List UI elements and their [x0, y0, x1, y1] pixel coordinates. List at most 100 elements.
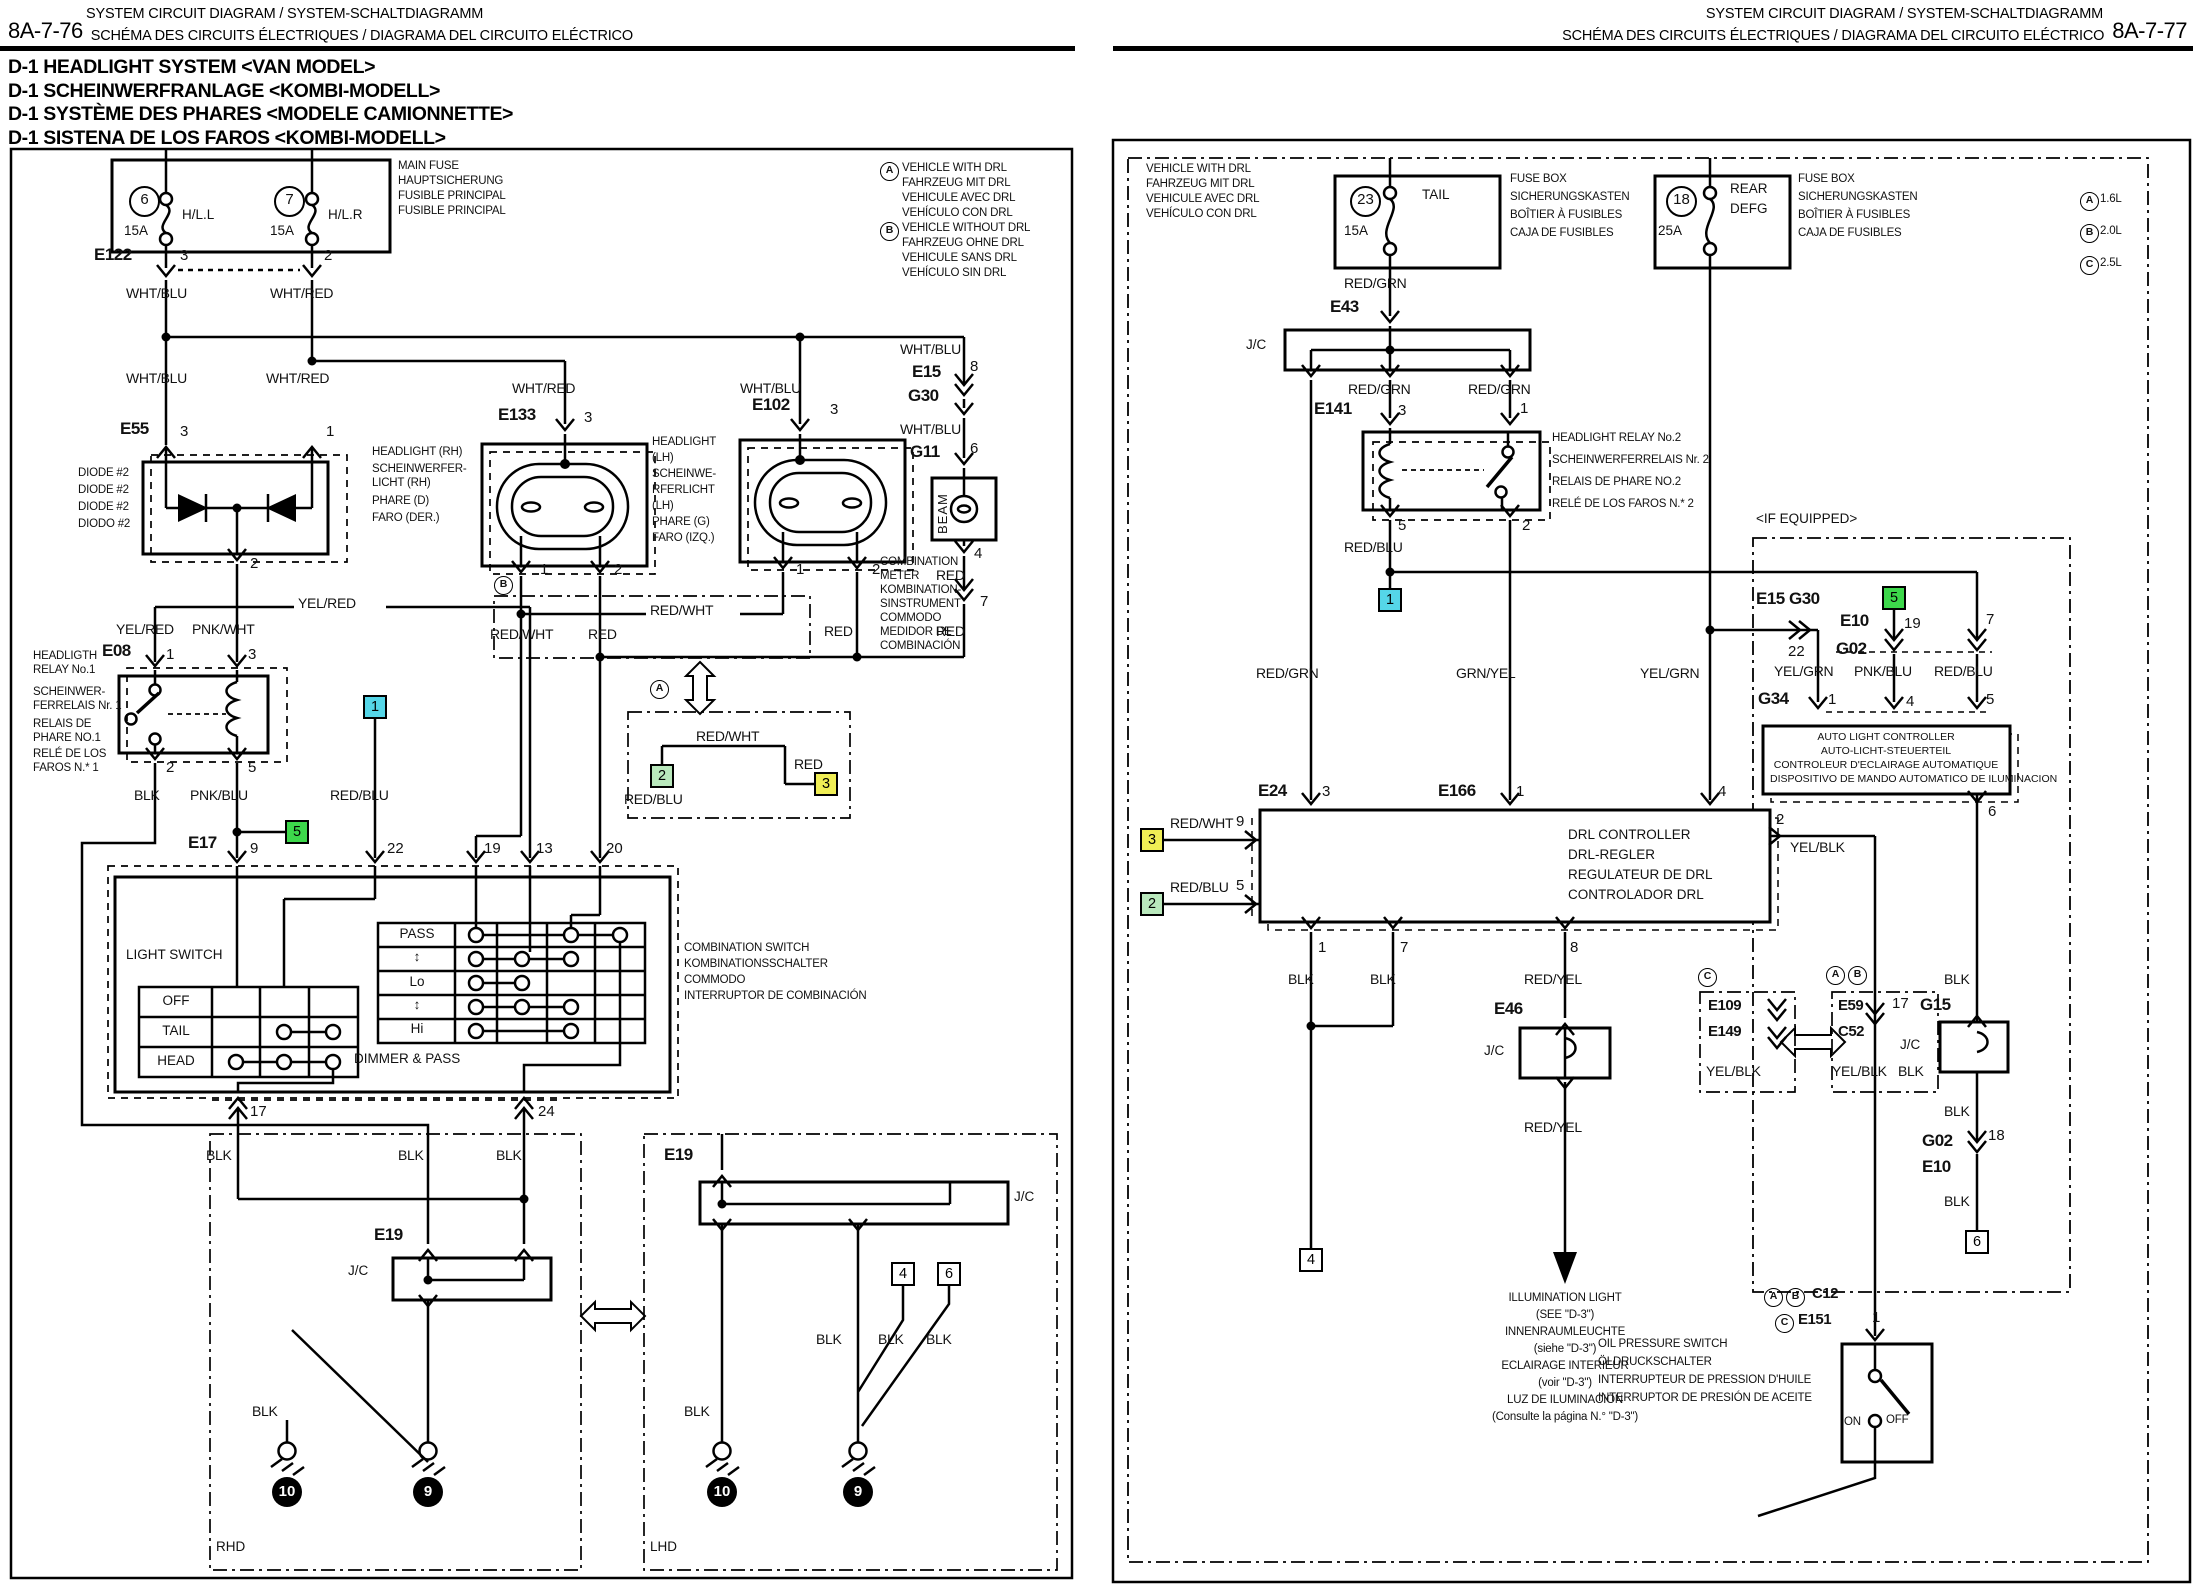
relay1-5: RELAIS DE — [33, 718, 92, 730]
illum-8: (Consulte la página N.° "D-3") — [1491, 1411, 1639, 1423]
legend-c: 2.5L — [2100, 257, 2122, 269]
relay1-3: SCHEINWER- — [33, 686, 106, 698]
ref-5-green-left: 5 — [285, 820, 309, 844]
relay1-2: RELAY No.1 — [33, 664, 96, 676]
if-equipped: <IF EQUIPPED> — [1756, 511, 1858, 526]
oil-off: OFF — [1886, 1414, 1909, 1426]
diagram-title-de: D-1 SCHEINWERFRANLAGE <KOMBI-MODELL> — [8, 80, 440, 102]
drl-pin5: 5 — [1236, 877, 1245, 894]
jc-lhd: J/C — [1014, 1189, 1035, 1204]
pin4: 4 — [974, 545, 983, 562]
wire: PNK/WHT — [192, 621, 255, 637]
wire: BLK — [1944, 1193, 1970, 1209]
ref-3-yellow-right: 3 — [1140, 828, 1164, 852]
fuse6-no: 6 — [129, 186, 160, 217]
e141-pin1: 1 — [1520, 400, 1529, 417]
wire: BLK — [1288, 971, 1314, 987]
conn-g02b: G02 — [1922, 1131, 1953, 1150]
conn-e10b: E10 — [1922, 1157, 1951, 1176]
conn-e122: E122 — [94, 245, 132, 264]
cs-2: KOMBINATIONSSCHALTER — [684, 958, 828, 970]
oil-1: OIL PRESSURE SWITCH — [1598, 1338, 1728, 1350]
jc-e46: J/C — [1484, 1043, 1505, 1058]
conn-e166: E166 — [1438, 781, 1476, 800]
light-switch-title: LIGHT SWITCH — [126, 947, 223, 962]
illum-4: (siehe "D-3") — [1533, 1343, 1597, 1355]
conn-g30: G30 — [908, 386, 939, 405]
main-fuse-3: FUSIBLE PRINCIPAL — [398, 190, 506, 202]
relay2-4: RELÉ DE LOS FAROS N.* 2 — [1552, 498, 1694, 510]
note-a-4: VEHÍCULO CON DRL — [902, 207, 1013, 219]
dp-arrow2: ↕ — [413, 997, 421, 1012]
ref-1-cyan-left: 1 — [363, 695, 387, 719]
wire: RED/GRN — [1348, 381, 1411, 397]
e102-pin3: 3 — [830, 401, 839, 418]
ref-6-white-left: 6 — [937, 1262, 961, 1286]
fb1-2: SICHERUNGSKASTEN — [1510, 191, 1630, 203]
cm-6: MEDIDOR DE — [880, 626, 952, 638]
zone-b-circ: B — [494, 576, 513, 595]
dp-arrow1: ↕ — [413, 949, 421, 964]
ls-head: HEAD — [157, 1053, 195, 1068]
cs-3: COMMODO — [684, 974, 746, 986]
hl-rh-4: PHARE (D) — [372, 495, 429, 507]
e17-pin19: 19 — [484, 840, 501, 857]
hl-lh-7: FARO (IZQ.) — [652, 532, 715, 544]
wire: YEL/GRN — [1640, 665, 1700, 681]
note-b-4: VEHÍCULO SIN DRL — [902, 267, 1007, 279]
g11-pin6: 6 — [970, 440, 979, 457]
wire: RED/GRN — [1468, 381, 1531, 397]
relay2-1: HEADLIGHT RELAY No.2 — [1552, 432, 1681, 444]
fuse7-amp: 15A — [270, 223, 295, 238]
cm-5: COMMODO — [880, 612, 942, 624]
cm-3: KOMBINATION- — [880, 584, 962, 596]
cm-4: SINSTRUMENT — [880, 598, 961, 610]
ground-10-rhd: 10 — [272, 1477, 302, 1507]
ref-4-white-left: 4 — [891, 1262, 915, 1286]
cd-circ-c: C — [1775, 1314, 1794, 1333]
diode-3: DIODE #2 — [78, 501, 129, 513]
conn-c52: C52 — [1838, 1023, 1865, 1040]
relay1-6: PHARE NO.1 — [33, 732, 101, 744]
hl-lh-1: HEADLIGHT — [652, 436, 717, 448]
r-note-4: VEHÍCULO CON DRL — [1146, 208, 1257, 220]
beam-label: BEAM — [935, 493, 950, 534]
wire: BLK — [816, 1331, 842, 1347]
drl-1: DRL CONTROLLER — [1568, 827, 1691, 842]
hl-rh-5: FARO (DER.) — [372, 512, 440, 524]
wire: RED — [794, 756, 823, 772]
wire: BLK — [252, 1403, 278, 1419]
fuse6-amp: 15A — [124, 223, 149, 238]
wire: YEL/RED — [298, 595, 356, 611]
relay2-2: SCHEINWERFERRELAIS Nr. 2 — [1552, 454, 1709, 466]
wire: RED/BLU — [624, 791, 683, 807]
wire: BLK — [1944, 971, 1970, 987]
wire: YEL/GRN — [1774, 663, 1834, 679]
wire: RED/YEL — [1524, 971, 1582, 987]
legend-a-circ: A — [2080, 192, 2099, 211]
jc-g15: J/C — [1900, 1037, 1921, 1052]
e133-pin3: 3 — [584, 409, 593, 426]
drl-pin9: 9 — [1236, 813, 1245, 830]
cd-circ-a: A — [1764, 1288, 1783, 1307]
conn-c12: C12 — [1812, 1285, 1839, 1302]
conn-e55: E55 — [120, 419, 149, 438]
cs-4: INTERRUPTOR DE COMBINACIÓN — [684, 990, 867, 1002]
wire: RED/GRN — [1344, 275, 1407, 291]
header-rule-left — [0, 46, 1075, 51]
header-rule-right — [1113, 46, 2193, 51]
ls-tail: TAIL — [162, 1023, 190, 1038]
drl-pin2: 2 — [1776, 811, 1785, 828]
lhd-label: LHD — [650, 1539, 678, 1554]
wire: BLK — [684, 1403, 710, 1419]
e151-pin1: 1 — [1872, 1309, 1881, 1326]
diode-2: DIODE #2 — [78, 484, 129, 496]
ls-off: OFF — [162, 993, 190, 1008]
fuse23-no: 23 — [1350, 186, 1381, 217]
hl-lh-3: SCHEINWE- — [652, 468, 717, 480]
alc-4: DISPOSITIVO DE MANDO AUTOMATICO DE ILUMI… — [1770, 773, 2058, 785]
conn-e102: E102 — [752, 395, 790, 414]
legend-b-circ: B — [2080, 224, 2099, 243]
wire: BLK — [134, 787, 160, 803]
ref-6-white-right: 6 — [1965, 1230, 1989, 1254]
